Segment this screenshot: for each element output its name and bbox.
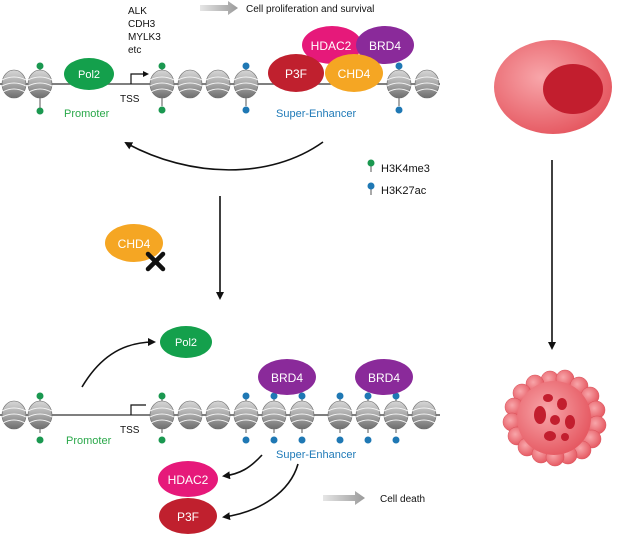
h3k27ac-mark [270,436,278,444]
brd4-protein-bottom-2 [355,359,413,395]
h3k27ac-mark [336,436,344,444]
h3k4me3-mark [158,62,166,70]
super-enhancer-label-bottom: Super-Enhancer [276,449,356,461]
h3k27ac-mark [270,392,278,400]
knockout-cross-icon [145,251,166,272]
h3k27ac-mark [392,436,400,444]
hdac2-label-top: HDAC2 [311,39,352,53]
legend-h3k4me3-icon [367,159,375,167]
p3f-protein-top [268,54,324,92]
p3f-label-released: P3F [177,510,199,524]
hdac2-label-released: HDAC2 [168,473,209,487]
pol2-label-top: Pol2 [78,69,100,81]
gene-list: ALK CDH3 MYLK3 etc [128,6,161,56]
chd4-label-knockdown: CHD4 [118,237,151,251]
h3k27ac-mark [298,436,306,444]
p3f-protein-released [159,498,217,534]
legend-h3k4me3-label: H3K4me3 [381,163,430,175]
h3k4me3-mark [36,107,44,115]
tss-label-top: TSS [120,94,140,105]
h3k27ac-mark [392,392,400,400]
h3k27ac-mark [395,106,403,114]
gene-cdh3: CDH3 [128,19,156,30]
super-enhancer-label-top: Super-Enhancer [276,108,356,120]
h3k4me3-mark [36,436,44,444]
h3k27ac-mark [242,106,250,114]
brd4-label-top: BRD4 [369,39,401,53]
apoptotic-cell-icon [502,369,607,467]
pol2-label-released: Pol2 [175,337,197,349]
h3k27ac-mark [364,392,372,400]
p3f-release-arrow [222,463,299,521]
hdac2-release-arrow [222,454,263,480]
h3k27ac-mark [336,392,344,400]
outcome-arrow-top [200,1,238,15]
loop-arrow-top [124,141,324,171]
h3k27ac-mark [242,62,250,70]
gene-etc: etc [128,45,141,56]
gene-mylk3: MYLK3 [128,32,161,43]
pol2-protein-top [64,58,114,90]
h3k4me3-mark [158,106,166,114]
h3k27ac-mark [364,436,372,444]
brd4-protein-top [356,26,414,64]
chd4-protein-top [325,54,383,92]
p3f-label-top: P3F [285,67,307,81]
h3k4me3-mark [36,392,44,400]
hdac2-protein-top [302,26,362,64]
h3k4me3-mark [36,62,44,70]
pol2-release-arrow [81,338,156,388]
outcome-bottom-text: Cell death [380,494,425,505]
legend: H3K4me3 H3K27ac [367,159,430,197]
brd4-label-bottom-2: BRD4 [368,371,400,385]
gene-alk: ALK [128,6,147,17]
brd4-label-bottom-1: BRD4 [271,371,303,385]
legend-h3k27ac-label: H3K27ac [381,185,427,197]
h3k27ac-mark [395,62,403,70]
brd4-protein-bottom-1 [258,359,316,395]
h3k4me3-mark [158,436,166,444]
chd4-label-top: CHD4 [338,67,371,81]
h3k4me3-mark [158,392,166,400]
promoter-label-bottom: Promoter [66,435,112,447]
outcome-top-text: Cell proliferation and survival [246,4,374,15]
tss-arrow-top [130,73,146,84]
cell-nucleus-icon [543,64,603,114]
h3k27ac-mark [242,436,250,444]
pol2-protein-released [160,326,212,358]
promoter-label-top: Promoter [64,108,110,120]
hdac2-protein-released [158,461,218,497]
h3k27ac-mark [242,392,250,400]
h3k27ac-mark [298,392,306,400]
tss-arrow-bottom [130,404,146,415]
outcome-arrow-bottom [323,491,365,505]
tss-label-bottom: TSS [120,425,140,436]
legend-h3k27ac-icon [367,182,375,190]
